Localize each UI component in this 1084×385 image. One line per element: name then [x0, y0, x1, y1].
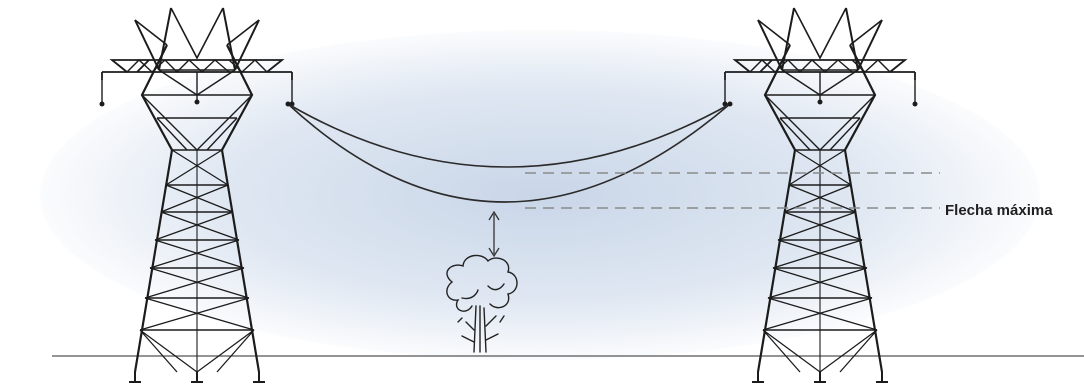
transmission-tower-left-icon	[98, 6, 296, 384]
tree-icon	[446, 254, 518, 353]
transmission-tower-right-icon	[721, 6, 919, 384]
background-haze	[40, 30, 1040, 360]
conductor-upper-sag	[287, 103, 731, 168]
max-sag-label: Flecha máxima	[945, 202, 1053, 219]
clearance-arrow	[488, 210, 500, 258]
conductor-maximum-sag	[287, 103, 731, 203]
